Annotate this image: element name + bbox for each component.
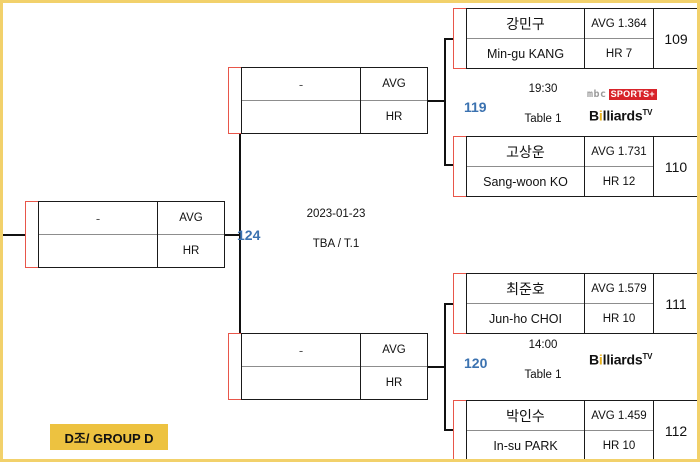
player-4-hr: HR 10 (602, 439, 636, 452)
match-124-number: 124 (237, 227, 261, 243)
player-2-avg: AVG 1.731 (585, 137, 653, 167)
billiards-logo-sup: TV (642, 108, 653, 117)
match-120-info: 14:00 Table 1 (490, 339, 596, 382)
player-4-red-bar (453, 400, 466, 459)
match-119-merge-vline (444, 38, 446, 166)
match-120-merge-vline (444, 303, 446, 431)
player-card-2[interactable]: 고상운 Sang-woon KO AVG 1.731 HR 12 110 (453, 136, 697, 197)
player-3-name-kr: 최준호 (467, 274, 584, 304)
match-119-info: 19:30 Table 1 (490, 83, 596, 126)
semifinal-1-slot-card[interactable]: - AVG HR (228, 67, 428, 134)
match-120-table: Table 1 (524, 369, 562, 382)
mbc-logo-text: mbc (587, 89, 607, 100)
player-card-3[interactable]: 최준호 Jun-ho CHOI AVG 1.579 HR 10 111 (453, 273, 697, 334)
semifinal-2-hr-label: HR (385, 377, 403, 389)
player-1-rank: 109 (653, 9, 697, 68)
player-2-red-bar (453, 136, 466, 197)
final-name: - (39, 202, 157, 235)
player-card-4[interactable]: 박인수 In-su PARK AVG 1.459 HR 10 112 (453, 400, 697, 459)
player-3-rank: 111 (653, 274, 697, 333)
player-card-1[interactable]: 강민구 Min-gu KANG AVG 1.364 HR 7 109 (453, 8, 697, 69)
match-119-table: Table 1 (524, 113, 562, 126)
left-edge-connector (3, 234, 25, 236)
player-4-name-en: In-su PARK (493, 438, 558, 453)
match-124-info: 2023-01-23 TBA / T.1 (271, 208, 401, 251)
semifinal-1-avg-label: AVG (361, 68, 427, 101)
player-3-name-en: Jun-ho CHOI (489, 311, 562, 326)
match-120-time: 14:00 (528, 339, 558, 351)
semifinal-1-hr-label: HR (385, 111, 403, 123)
billiards-logo-pre: B (589, 107, 599, 124)
player-2-name-kr: 고상운 (467, 137, 584, 167)
match-124-table: TBA / T.1 (312, 238, 360, 251)
final-inlet-line (225, 234, 241, 236)
billiards-logo-sup-2: TV (642, 352, 653, 361)
player-1-name-en: Min-gu KANG (486, 46, 565, 61)
billiards-logo-dot-2: i (598, 351, 603, 368)
semifinal-2-name-en (242, 367, 360, 399)
billiards-tv-logo-2: BilliardsTV (589, 349, 652, 368)
group-badge: D조/ GROUP D (50, 424, 168, 450)
billiards-tv-logo-1: BilliardsTV (589, 105, 652, 124)
final-name-en (39, 235, 157, 267)
final-avg-label: AVG (158, 202, 224, 235)
billiards-logo-post-2: lliards (602, 351, 643, 368)
semifinal-2-slot-card[interactable]: - AVG HR (228, 333, 428, 400)
player-4-avg: AVG 1.459 (585, 401, 653, 431)
match-119-time: 19:30 (528, 83, 558, 95)
final-slot-card[interactable]: - AVG HR (25, 201, 225, 268)
player-1-avg: AVG 1.364 (585, 9, 653, 39)
billiards-logo-post: lliards (602, 107, 643, 124)
match-119-number: 119 (464, 99, 487, 115)
semifinal-1-name-en (242, 101, 360, 133)
player-3-hr: HR 10 (602, 312, 636, 325)
mbc-sports-plus-logo: mbc SPORTS+ (587, 89, 657, 100)
final-hr-label: HR (182, 245, 200, 257)
billiards-logo-dot: i (598, 107, 603, 124)
match-120-number: 120 (464, 355, 488, 371)
billiards-logo-pre-2: B (589, 351, 599, 368)
semifinal-2-avg-label: AVG (361, 334, 427, 367)
player-1-hr: HR 7 (605, 47, 633, 60)
mbc-sports-tag: SPORTS+ (608, 89, 657, 100)
player-4-name-kr: 박인수 (467, 401, 584, 431)
player-1-red-bar (453, 8, 466, 69)
semifinal-1-red-bar (228, 67, 241, 134)
player-2-name-en: Sang-woon KO (483, 174, 568, 189)
match-124-date: 2023-01-23 (306, 208, 366, 220)
final-red-bar (25, 201, 38, 268)
semifinal-2-name: - (242, 334, 360, 367)
player-3-avg: AVG 1.579 (585, 274, 653, 304)
semifinal-2-inlet-line (428, 366, 446, 368)
player-4-rank: 112 (653, 401, 697, 459)
player-1-name-kr: 강민구 (467, 9, 584, 39)
semifinal-2-red-bar (228, 333, 241, 400)
semifinal-1-inlet-line (428, 100, 446, 102)
player-2-rank: 110 (653, 137, 697, 196)
semifinal-1-name: - (242, 68, 360, 101)
player-2-hr: HR 12 (602, 175, 636, 188)
player-3-red-bar (453, 273, 466, 334)
semifinal-merge-vline (239, 100, 241, 368)
